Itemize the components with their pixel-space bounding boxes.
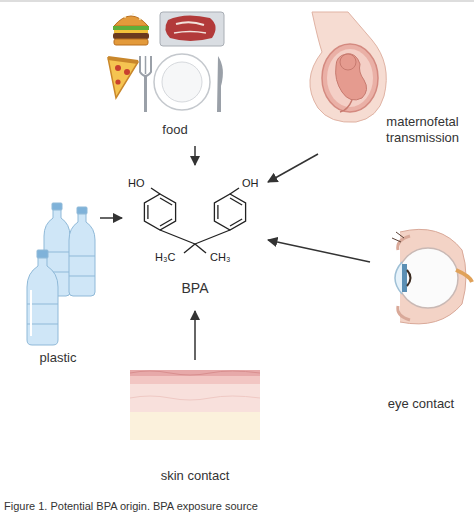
figure-caption: Figure 1. Potential BPA origin. BPA expo…: [4, 500, 258, 512]
source-label: plastic: [18, 350, 98, 366]
source-label: skin contact: [120, 468, 270, 484]
food-illustration: [108, 12, 224, 112]
exposure-arrow: [268, 154, 318, 182]
plastic-bottles: [27, 203, 95, 345]
source-maternofetal: maternofetal transmission: [300, 10, 470, 152]
atom-label: OH: [242, 177, 259, 190]
bpa-structure: [144, 188, 245, 253]
exposure-arrow: [194, 146, 196, 165]
source-eye: eye contact: [372, 220, 470, 420]
source-food: food: [100, 4, 250, 144]
exposure-arrow: [100, 217, 122, 219]
exposure-arrow: [194, 311, 196, 360]
source-label: maternofetal transmission: [375, 114, 470, 145]
atom-label: CH₃: [210, 251, 230, 264]
source-label: BPA: [125, 280, 265, 297]
source-skin: skin contact: [120, 362, 270, 490]
pregnancy-illustration: [310, 12, 386, 122]
skin-illustration: [130, 370, 260, 440]
atom-label: H₃C: [155, 251, 175, 264]
bpa-molecule: HO OH H₃C CH₃ BPA: [125, 168, 265, 308]
top-rule: [0, 1, 474, 2]
atom-label: HO: [128, 177, 145, 190]
source-label: food: [100, 122, 250, 138]
exposure-arrow: [268, 240, 370, 262]
source-plastic: plastic: [18, 200, 98, 372]
eye-illustration: [392, 229, 472, 324]
source-label: eye contact: [372, 396, 470, 412]
